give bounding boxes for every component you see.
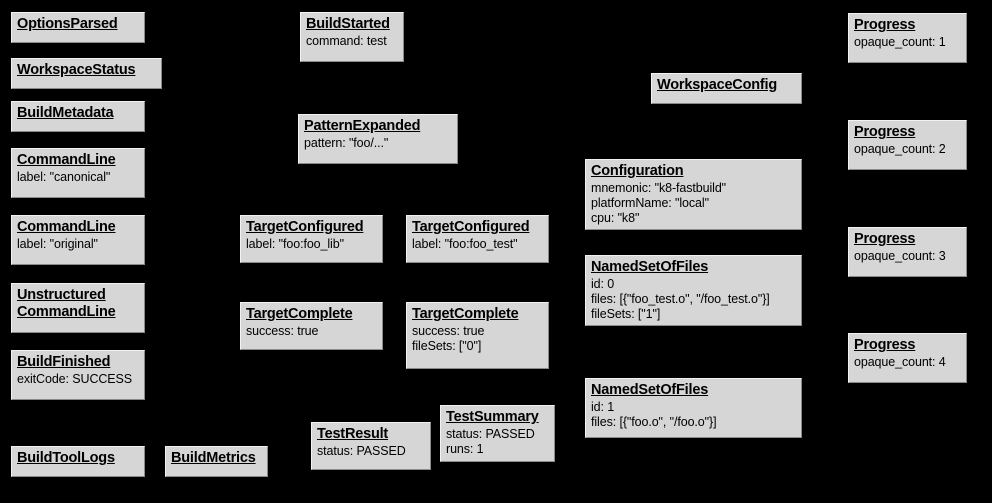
node-progress-3[interactable]: Progress opaque_count: 3 xyxy=(848,227,967,277)
node-title: BuildToolLogs xyxy=(17,450,115,466)
node-title: BuildMetrics xyxy=(171,450,256,466)
node-attribute: id: 0 xyxy=(591,277,615,292)
node-build-started[interactable]: BuildStarted command: test xyxy=(300,12,404,62)
node-unstructured-command-line[interactable]: Unstructured CommandLine xyxy=(11,283,145,333)
node-workspace-status[interactable]: WorkspaceStatus xyxy=(11,58,162,89)
node-build-finished[interactable]: BuildFinished exitCode: SUCCESS xyxy=(11,350,145,400)
node-attribute: status: PASSED xyxy=(446,427,535,442)
node-attribute: platformName: "local" xyxy=(591,195,709,210)
node-attribute: fileSets: ["1"] xyxy=(591,306,661,321)
node-title: TestSummary xyxy=(446,409,539,425)
node-attribute: success: true xyxy=(246,324,319,339)
node-attribute: success: true xyxy=(412,324,485,339)
node-progress-2[interactable]: Progress opaque_count: 2 xyxy=(848,120,967,170)
node-pattern-expanded[interactable]: PatternExpanded pattern: "foo/..." xyxy=(298,114,458,164)
node-title: Configuration xyxy=(591,163,684,179)
node-title: Unstructured CommandLine xyxy=(17,287,116,321)
node-title: BuildStarted xyxy=(306,16,390,32)
node-attribute: id: 1 xyxy=(591,400,615,415)
node-progress-1[interactable]: Progress opaque_count: 1 xyxy=(848,13,967,63)
node-build-tool-logs[interactable]: BuildToolLogs xyxy=(11,446,145,477)
node-title: TargetComplete xyxy=(246,306,353,322)
node-title: Progress xyxy=(854,17,916,33)
node-title: BuildMetadata xyxy=(17,105,114,121)
node-title: Progress xyxy=(854,337,916,353)
node-attribute: label: "foo:foo_test" xyxy=(412,237,518,252)
node-progress-4[interactable]: Progress opaque_count: 4 xyxy=(848,333,967,383)
node-title: TestResult xyxy=(317,426,389,442)
node-title: WorkspaceStatus xyxy=(17,62,136,78)
node-attribute: opaque_count: 2 xyxy=(854,142,946,157)
node-title: PatternExpanded xyxy=(304,118,421,134)
node-target-complete-lib[interactable]: TargetComplete success: true xyxy=(240,302,383,350)
node-command-line-original[interactable]: CommandLine label: "original" xyxy=(11,215,145,265)
node-build-metrics[interactable]: BuildMetrics xyxy=(165,446,268,477)
node-target-configured-foo-test[interactable]: TargetConfigured label: "foo:foo_test" xyxy=(406,215,549,263)
node-title: NamedSetOfFiles xyxy=(591,259,709,275)
node-target-configured-foo-lib[interactable]: TargetConfigured label: "foo:foo_lib" xyxy=(240,215,383,263)
node-attribute: files: [{"foo_test.o", "/foo_test.o"}] xyxy=(591,291,770,306)
node-attribute: mnemonic: "k8-fastbuild" xyxy=(591,181,727,196)
node-attribute: label: "foo:foo_lib" xyxy=(246,237,344,252)
node-attribute: runs: 1 xyxy=(446,441,484,456)
node-build-metadata[interactable]: BuildMetadata xyxy=(11,101,145,132)
node-attribute: cpu: "k8" xyxy=(591,210,640,225)
node-title: BuildFinished xyxy=(17,354,111,370)
node-attribute: command: test xyxy=(306,34,387,49)
node-attribute: files: [{"foo.o", "/foo.o"}] xyxy=(591,414,717,429)
node-title: TargetComplete xyxy=(412,306,519,322)
node-attribute: opaque_count: 3 xyxy=(854,249,946,264)
node-title: TargetConfigured xyxy=(246,219,364,235)
node-title: TargetConfigured xyxy=(412,219,530,235)
node-attribute: pattern: "foo/..." xyxy=(304,136,389,151)
node-attribute: opaque_count: 4 xyxy=(854,355,946,370)
node-title: Progress xyxy=(854,231,916,247)
node-command-line-canonical[interactable]: CommandLine label: "canonical" xyxy=(11,148,145,198)
node-title: OptionsParsed xyxy=(17,16,118,32)
node-attribute: label: "canonical" xyxy=(17,170,111,185)
node-attribute: exitCode: SUCCESS xyxy=(17,372,133,387)
node-configuration[interactable]: Configuration mnemonic: "k8-fastbuild"pla… xyxy=(585,159,802,230)
node-attribute: opaque_count: 1 xyxy=(854,35,946,50)
node-title: NamedSetOfFiles xyxy=(591,382,709,398)
node-attribute: fileSets: ["0"] xyxy=(412,338,482,353)
node-title: WorkspaceConfig xyxy=(657,77,778,93)
node-options-parsed[interactable]: OptionsParsed xyxy=(11,12,145,43)
node-workspace-config[interactable]: WorkspaceConfig xyxy=(651,73,802,104)
node-attribute: status: PASSED xyxy=(317,444,406,459)
node-title: CommandLine xyxy=(17,219,116,235)
node-test-result[interactable]: TestResult status: PASSED xyxy=(311,422,431,470)
node-title: Progress xyxy=(854,124,916,140)
node-attribute: label: "original" xyxy=(17,237,98,252)
node-title: CommandLine xyxy=(17,152,116,168)
